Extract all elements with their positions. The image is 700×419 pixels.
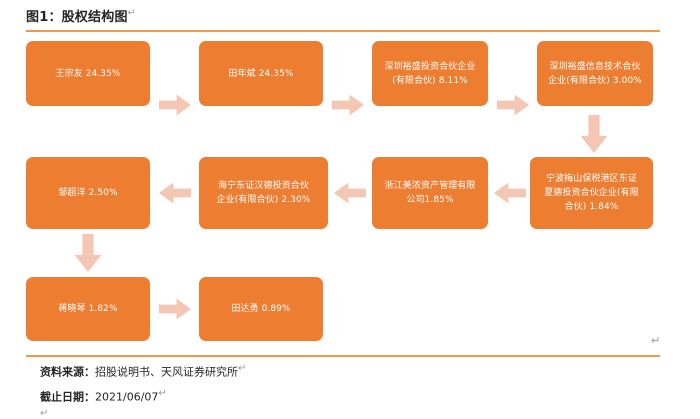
node-label-line2: 企业(有限合伙) 2.30%	[216, 195, 311, 205]
node-shenzhen-yusheng-investment[interactable]: 深圳裕盛投资合伙企业 (有限合伙) 8.11%	[372, 41, 488, 106]
paragraph-mark-icon-source: ↵	[238, 363, 247, 374]
page-title: 图1：股权结构图↵	[26, 6, 136, 25]
node-label: 深圳裕盛信息技术合伙 企业(有限合伙) 3.00%	[548, 60, 642, 88]
source-value: 招股说明书、天风证券研究所	[95, 365, 238, 379]
node-label-line2: 企业(有限合伙) 3.00%	[548, 75, 642, 86]
date-value: 2021/06/07	[95, 390, 159, 404]
paragraph-mark-icon-date: ↵	[158, 388, 167, 399]
node-label-line1: 宁波梅山保税港区东证	[545, 174, 637, 184]
node-label: 王宗友 24.35%	[55, 68, 121, 79]
source-label: 资料来源：	[40, 365, 95, 379]
node-haining-dongzheng-hande[interactable]: 海宁东证汉德投资合伙 企业(有限合伙) 2.30%	[199, 157, 328, 229]
node-label: 田达勇 0.89%	[231, 304, 291, 314]
node-label-line3: 合伙) 1.84%	[564, 202, 619, 212]
node-tian-dayong[interactable]: 田达勇 0.89%	[199, 277, 323, 341]
paragraph-mark-icon-bottom: ↵	[40, 408, 49, 419]
node-ningbo-meishan-dongzheng-xiade[interactable]: 宁波梅山保税港区东证 夏德投资合伙企业(有限 合伙) 1.84%	[530, 157, 653, 229]
node-label: 田年斌 24.35%	[228, 68, 294, 79]
node-label-line1: 深圳裕盛投资合伙企业	[384, 61, 476, 72]
node-label-line1: 浙江美浓资产管理有限	[384, 181, 476, 191]
node-label-line1: 深圳裕盛信息技术合伙	[549, 61, 641, 72]
date-label: 截止日期：	[40, 390, 95, 404]
node-label: 邹超洋 2.50%	[58, 188, 118, 198]
arrow-left-n6-n7	[334, 182, 366, 204]
arrow-right-n2-n3	[332, 94, 364, 116]
node-label: 宁波梅山保税港区东证 夏德投资合伙企业(有限 合伙) 1.84%	[544, 172, 639, 214]
node-label-line1: 海宁东证汉德投资合伙	[217, 181, 309, 191]
node-label: 浙江美浓资产管理有限 公司1.85%	[384, 179, 475, 207]
arrow-right-n3-n4	[497, 94, 529, 116]
paragraph-mark-icon: ↵	[127, 7, 137, 19]
node-label: 蒋晓琴 1.82%	[58, 304, 118, 314]
arrow-down-n8-n9	[74, 234, 102, 272]
node-label-line2: 公司1.85%	[406, 195, 454, 205]
source-note: 资料来源：招股说明书、天风证券研究所↵	[40, 363, 246, 380]
node-zou-chaoyang[interactable]: 邹超洋 2.50%	[26, 157, 150, 229]
arrow-right-n1-n2	[159, 94, 191, 116]
node-tian-nianbin[interactable]: 田年斌 24.35%	[199, 41, 323, 106]
node-shenzhen-yusheng-infotech[interactable]: 深圳裕盛信息技术合伙 企业(有限合伙) 3.00%	[537, 41, 653, 106]
arrow-right-n9-n10	[159, 298, 191, 320]
arrow-down-n4-n5	[580, 115, 608, 153]
title-divider	[26, 30, 660, 32]
node-jiang-xiaoqin[interactable]: 蒋晓琴 1.82%	[26, 277, 150, 341]
node-label: 深圳裕盛投资合伙企业 (有限合伙) 8.11%	[384, 60, 475, 88]
node-zhejiang-meinong-asset-management[interactable]: 浙江美浓资产管理有限 公司1.85%	[372, 157, 488, 229]
arrow-left-n5-n6	[494, 182, 526, 204]
node-label: 海宁东证汉德投资合伙 企业(有限合伙) 2.30%	[217, 179, 311, 207]
node-wang-zongyou[interactable]: 王宗友 24.35%	[26, 41, 150, 106]
ownership-structure-diagram: 王宗友 24.35% 田年斌 24.35% 深圳裕盛投资合伙企业 (有限合伙) …	[0, 34, 700, 354]
footer-divider	[26, 355, 660, 357]
figure-title-text: 图1：股权结构图	[26, 10, 128, 25]
node-label-line2: (有限合伙) 8.11%	[392, 75, 468, 86]
paragraph-mark-icon-right: ↵	[651, 334, 661, 347]
arrow-left-n7-n8	[159, 182, 191, 204]
node-label-line2: 夏德投资合伙企业(有限	[544, 188, 639, 198]
cutoff-date-note: 截止日期：2021/06/07↵	[40, 388, 167, 405]
